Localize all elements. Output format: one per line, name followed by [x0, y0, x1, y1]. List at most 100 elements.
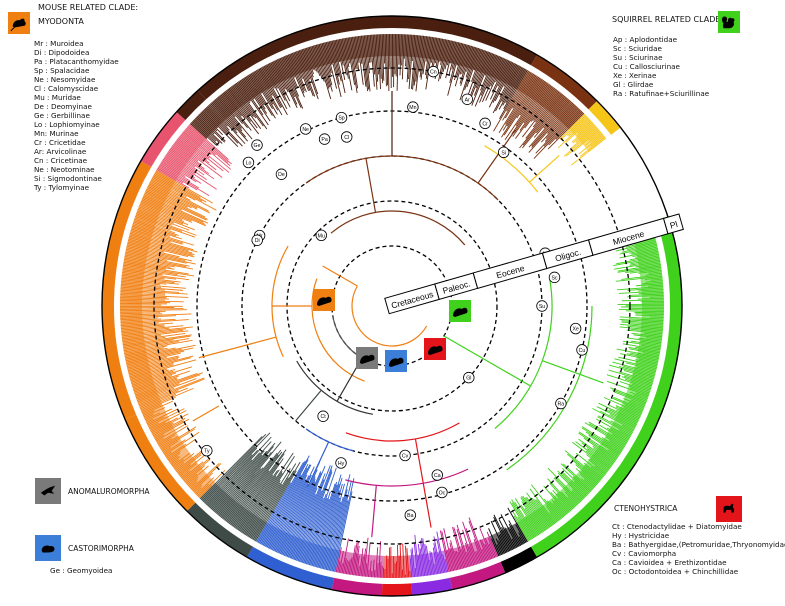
node-sc: Sc — [548, 271, 561, 284]
cteno-legend-item: Hy : Hystricidae — [612, 531, 670, 540]
clade-outer-arc — [197, 16, 537, 100]
castorimorpha-label: CASTORIMORPHA — [68, 544, 134, 553]
backbone-arc — [271, 245, 289, 357]
node-circle — [427, 65, 440, 78]
node-su: Su — [536, 300, 548, 312]
node-text: Mn — [409, 105, 416, 111]
node-mn: Mn — [407, 101, 419, 113]
node-text: Cv — [402, 453, 409, 459]
node-circle — [436, 486, 448, 499]
node-circle — [463, 371, 475, 384]
mouse-legend-item: Pa : Platacanthomyidae — [34, 57, 119, 66]
branch — [192, 405, 220, 422]
clade-fill — [156, 123, 207, 181]
clade-fan-9 — [256, 455, 355, 573]
backbone-branches — [192, 91, 604, 538]
node-pa: Pa — [318, 133, 331, 145]
clade-fan-12 — [119, 170, 217, 413]
legend-item-geomyoidea: Ge : Geomyoidea — [50, 566, 113, 575]
mouse-legend-item: Mu : Muridae — [34, 93, 81, 102]
clade-outer-arc — [247, 546, 335, 590]
node-circle — [407, 101, 419, 113]
backbone-arc — [484, 145, 539, 193]
node-ba: Ba — [404, 509, 417, 521]
clade-fill — [256, 522, 341, 573]
clade-outer-arc — [588, 100, 621, 135]
node-text: Cr — [482, 121, 488, 127]
clade-fan-10 — [199, 432, 301, 542]
mouse-legend-item: Ne : Neotominae — [34, 165, 95, 174]
node-text: Mu — [318, 233, 325, 239]
backbone-arc — [494, 278, 553, 430]
node-circle — [251, 139, 263, 151]
clade-outer-arc — [331, 577, 383, 596]
node-xe: Xe — [569, 322, 582, 335]
branch — [365, 158, 377, 213]
node-circle — [341, 131, 353, 143]
clade-fan-2 — [557, 113, 607, 166]
animal-silhouette — [317, 296, 332, 306]
node-cv: Cv — [399, 449, 411, 462]
branch — [371, 485, 377, 538]
clade-fan-5 — [439, 517, 499, 573]
node-circle — [576, 344, 588, 356]
clade-fans — [119, 33, 665, 579]
clade-outer-arc — [102, 161, 152, 420]
clade-outer-arc — [125, 414, 196, 512]
backbone-arc — [345, 468, 469, 487]
node-text: Cn — [430, 70, 437, 76]
clade-outer-arc — [530, 216, 682, 558]
mouse-legend-item: De : Deomyinae — [34, 102, 92, 111]
ctenohystrica-goat-icon — [716, 496, 742, 522]
backbone-arc — [296, 360, 374, 415]
node-text: De — [278, 172, 285, 178]
squirrel-legend-item: Ra : Ratufinae+Sciurillinae — [613, 89, 710, 98]
clade-outer-arcs — [101, 15, 683, 597]
node-text: Cu — [579, 348, 586, 354]
node-ar: Ar — [461, 93, 473, 105]
node-circle — [201, 444, 213, 457]
mouse-legend-item: Lo : Lophiomyinae — [34, 120, 100, 129]
node-si: Si — [497, 146, 510, 158]
castori-center-icon — [385, 350, 407, 372]
clade-fan-14 — [189, 103, 246, 148]
node-text: Cl — [344, 135, 349, 141]
backbone-arc — [305, 428, 354, 452]
clade-fill — [141, 403, 216, 499]
branch — [306, 441, 330, 488]
mouse-legend-item: Cl : Calomyscidae — [34, 84, 99, 93]
node-circle — [497, 146, 510, 158]
anomaluromorpha-label: ANOMALUROMORPHA — [68, 487, 150, 496]
node-circle — [335, 457, 347, 469]
node-circle — [431, 469, 443, 481]
squirrel-related-heading: SQUIRREL RELATED CLADE — [612, 15, 721, 24]
cteno-legend-item: Ba : Bathyergidae,(Petromuridae,Thryonom… — [612, 540, 785, 549]
animal-silhouette — [360, 354, 375, 364]
mouse-legend-item: Si : Sigmodontinae — [34, 174, 102, 183]
squirrel-legend-item: Ap : Aplodontidae — [613, 35, 678, 44]
node-di: Di — [251, 234, 263, 246]
squirrel-legend-item: Gl : Glirdae — [613, 80, 654, 89]
clade-fill — [568, 113, 607, 153]
node-text: Sc — [551, 275, 557, 281]
node-text: Ne — [302, 127, 309, 133]
node-text: Di — [255, 238, 260, 244]
clade-fill — [382, 555, 411, 578]
myodonta-mouse-icon — [8, 12, 30, 34]
clade-fan-1 — [493, 70, 585, 159]
clade-fan-11 — [141, 400, 226, 499]
mouse-legend-item: Sp : Spalacidae — [34, 66, 90, 75]
node-circle — [318, 133, 331, 145]
node-cl: Cl — [341, 131, 353, 143]
branch — [542, 360, 604, 384]
castorimorpha-icon — [35, 535, 61, 561]
node-sp: Sp — [335, 111, 348, 124]
clade-fill — [119, 170, 176, 413]
clade-outer-arc — [530, 54, 598, 110]
animal-silhouette — [428, 345, 443, 355]
